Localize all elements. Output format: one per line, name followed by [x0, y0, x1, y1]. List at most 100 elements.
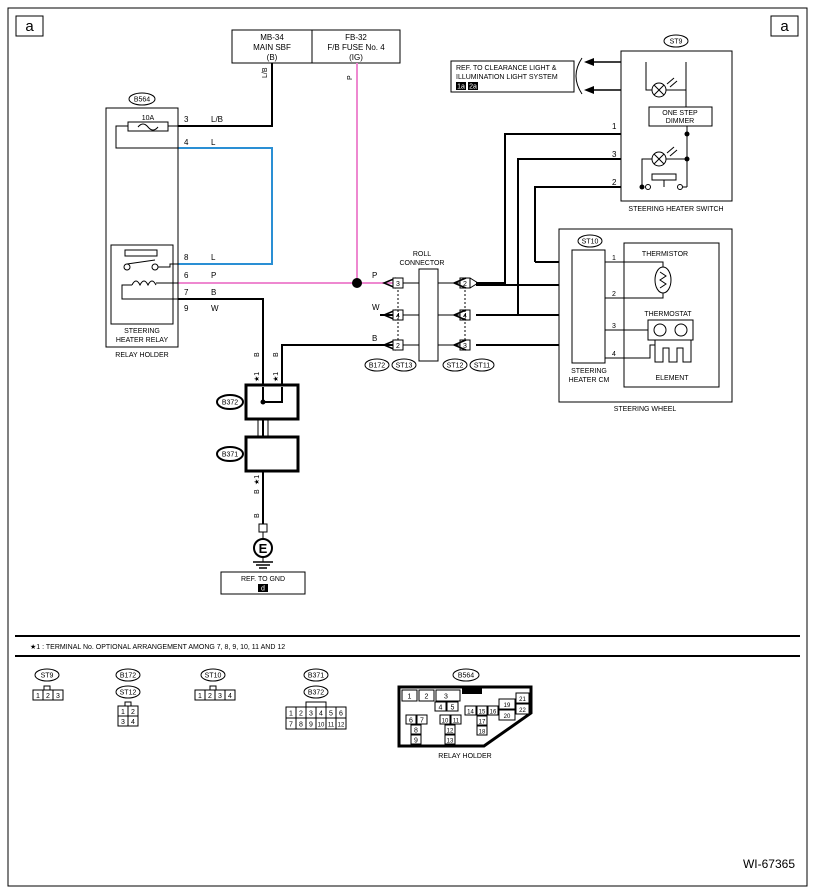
- legend-st10-pin-1: 1: [198, 693, 202, 700]
- b564-cell-8: 8: [414, 728, 418, 735]
- wire-b-label-vertical: B: [254, 352, 261, 357]
- relay-name-line1: STEERING: [124, 328, 160, 335]
- b564-cell-3: 3: [444, 694, 448, 701]
- legend-b371-pin-11: 11: [328, 723, 335, 729]
- b564-cell-15: 15: [479, 710, 486, 716]
- ground-ref-label: REF. TO GND: [241, 576, 285, 583]
- legend-b172-pin-4: 4: [131, 719, 135, 726]
- relay-coil-icon: [131, 280, 157, 287]
- legend-b172-pin-3: 3: [121, 719, 125, 726]
- switch-connector-label: ST9: [670, 39, 683, 46]
- wire-junction-dot: [352, 278, 362, 288]
- steering-heater-switch[interactable]: ST9 ONE STEP DIMMER 1 3 2 STEERING HEATE…: [612, 34, 733, 213]
- b564-cell-5: 5: [451, 705, 455, 712]
- legend-b371-pin-4: 4: [319, 711, 323, 718]
- terminal-right-1: 2: [438, 277, 479, 289]
- legend-st9-pin-3: 3: [56, 693, 60, 700]
- wire-w-label-relay: W: [211, 304, 219, 313]
- legend-st9-pin-1: 1: [36, 693, 40, 700]
- wire-b-label-ground: B: [254, 489, 261, 494]
- page-marker-left[interactable]: [15, 15, 44, 37]
- page-marker-left-text: a: [25, 18, 34, 35]
- relay-contact-icon: [124, 249, 158, 257]
- main-sbf-line3: (B): [267, 53, 278, 62]
- legend-st10-pin-3: 3: [218, 693, 222, 700]
- b564-cell-22: 22: [519, 708, 526, 714]
- fb-fuse-line3: (IG): [349, 53, 363, 62]
- page-marker-right[interactable]: [770, 15, 799, 37]
- arrow-left-icon: [584, 58, 594, 66]
- main-sbf-line2: MAIN SBF: [253, 43, 291, 52]
- wire-p-label-vertical: P: [347, 75, 354, 80]
- b564-cell-19: 19: [504, 703, 511, 709]
- arrow-left-icon-2: [584, 86, 594, 94]
- dimmer-line2: DIMMER: [666, 118, 694, 125]
- fuse-box-main-sbf[interactable]: MB-34 MAIN SBF (B): [231, 29, 313, 64]
- fb-fuse-line2: F/B FUSE No. 4: [327, 43, 385, 52]
- legend-b172-st12[interactable]: B172 ST12 1 2 3 4: [115, 668, 141, 727]
- legend-st9-pin-2: 2: [46, 693, 50, 700]
- legend-b371-pin-1: 1: [289, 711, 293, 718]
- roll-connector-line1: ROLL: [413, 251, 431, 258]
- connector-st12[interactable]: ST12: [442, 358, 468, 372]
- connector-st12-label: ST12: [447, 363, 464, 370]
- right-pin-3: 3: [463, 343, 467, 350]
- switch-pin-3: 3: [612, 150, 617, 159]
- fuse-box-fb-fuse[interactable]: FB-32 F/B FUSE No. 4 (IG): [311, 29, 401, 64]
- wire-p-label-relay: P: [211, 271, 216, 280]
- b564-cell-21: 21: [519, 697, 526, 703]
- connector-b371[interactable]: B371: [216, 435, 300, 473]
- b564-cell-18: 18: [479, 730, 486, 736]
- wire-l-blue: [178, 147, 273, 265]
- b564-cell-4: 4: [439, 705, 443, 712]
- ground-reference-box[interactable]: REF. TO GND d: [220, 571, 306, 595]
- relay-holder[interactable]: B564 10A 3 4 8 6 7 9 STEERING HEATER REL…: [105, 92, 189, 359]
- b564-cell-13: 13: [447, 739, 454, 745]
- legend-b371-b372[interactable]: B371 B372 1 2 3 4 5 6 7 8 9 10 11 12: [285, 668, 347, 730]
- fb-fuse-line1: FB-32: [345, 33, 367, 42]
- wheel-pin-3: 3: [612, 323, 616, 330]
- relay-holder-label: RELAY HOLDER: [115, 352, 168, 359]
- legend-st10-label: ST10: [205, 673, 222, 680]
- right-pin-2: 4: [463, 313, 467, 320]
- right-pin-1: 2: [463, 281, 467, 288]
- relay-connector-label: B564: [134, 97, 150, 104]
- reference-box[interactable]: REF. TO CLEARANCE LIGHT & ILLUMINATION L…: [450, 57, 583, 95]
- legend-b371-pin-6: 6: [339, 711, 343, 718]
- terminal-left-2: 4: [380, 309, 419, 321]
- legend-st10[interactable]: ST10 1 2 3 4: [194, 668, 236, 701]
- steering-wheel[interactable]: STEERING WHEEL ST10 STEERING HEATER CM T…: [558, 228, 733, 413]
- legend-b371-pin-10: 10: [318, 723, 325, 729]
- connector-b372[interactable]: B372: [216, 383, 300, 421]
- legend-b371-pin-5: 5: [329, 711, 333, 718]
- cm-connector-label: ST10: [582, 239, 599, 246]
- page-marker-right-text: a: [780, 18, 789, 35]
- legend-b372-label: B372: [308, 690, 324, 697]
- switch-name: STEERING HEATER SWITCH: [628, 206, 723, 213]
- wire-b-label-connector: B: [372, 334, 377, 343]
- legend-st12-label: ST12: [120, 690, 137, 697]
- b564-cell-7: 7: [420, 718, 424, 725]
- wire-w-label-connector: W: [372, 303, 380, 312]
- diagram-frame: [7, 7, 808, 887]
- connector-st13[interactable]: ST13: [391, 358, 417, 372]
- relay-pin-7: 7: [184, 288, 189, 297]
- legend-b564[interactable]: B564 1 2 3 4 5 6 7 8 9 10 11 12 13 14 15…: [397, 668, 533, 760]
- wire-b-connector: [281, 344, 393, 387]
- star-mark-3: ★1: [253, 475, 261, 485]
- connector-st11[interactable]: ST11: [469, 358, 495, 372]
- wire-b-label-vertical-2: B: [273, 352, 280, 357]
- ground-terminal[interactable]: E: [253, 523, 273, 569]
- steering-wheel-name: STEERING WHEEL: [614, 406, 677, 413]
- b564-cell-20: 20: [504, 714, 511, 720]
- legend-b371-label: B371: [308, 673, 324, 680]
- legend-b564-label: B564: [458, 673, 474, 680]
- legend-b564-caption: RELAY HOLDER: [438, 753, 491, 760]
- legend-st9[interactable]: ST9 1 2 3: [32, 668, 64, 701]
- element-label: ELEMENT: [655, 375, 689, 382]
- connector-b172[interactable]: B172: [364, 358, 390, 372]
- wheel-pin-4: 4: [612, 351, 616, 358]
- figure-id: WI-67365: [743, 857, 795, 871]
- wire-l-label-top: L: [211, 138, 216, 147]
- legend-b172-label: B172: [120, 673, 136, 680]
